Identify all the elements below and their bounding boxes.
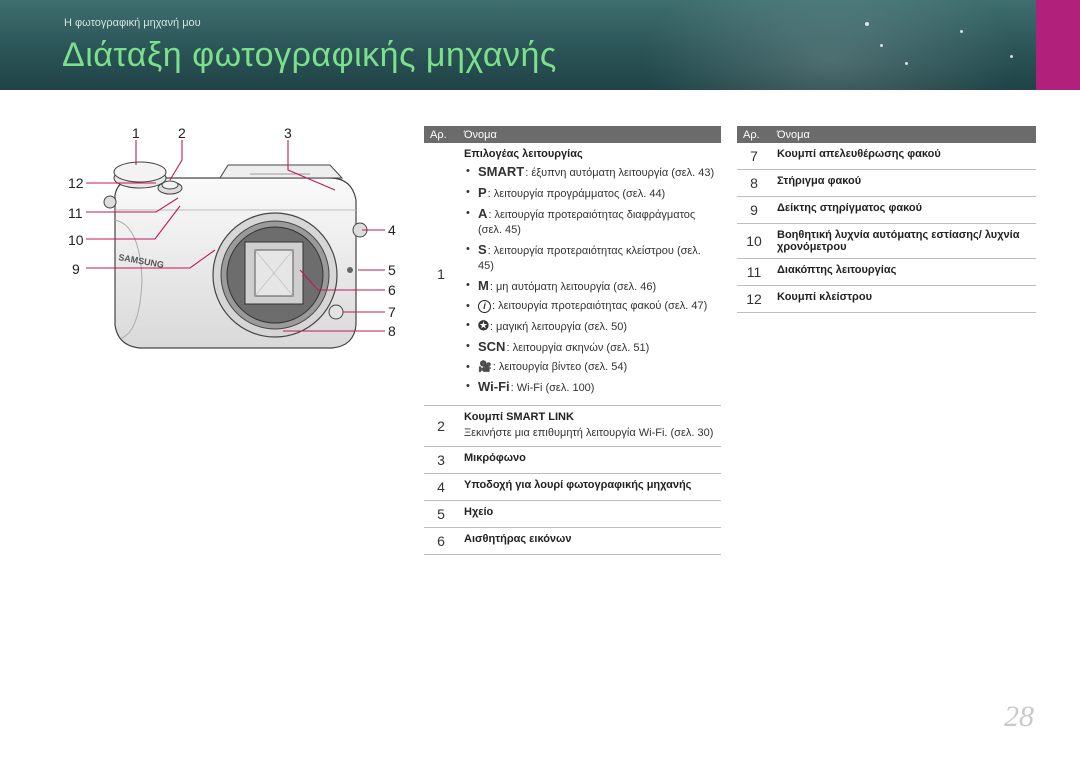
part-description: Ξεκινήστε μια επιθυμητή λειτουργία Wi-Fi…: [464, 427, 714, 439]
section-tab: [1036, 0, 1080, 90]
row-content: Αισθητήρας εικόνων: [458, 527, 721, 555]
aperture-mode-icon: A: [478, 206, 488, 221]
part-name: Κουμπί SMART LINK: [464, 411, 574, 423]
table-row: 6 Αισθητήρας εικόνων: [424, 527, 721, 555]
callout-6: 6: [388, 282, 396, 298]
col-name-header: Όνομα: [771, 126, 1036, 143]
row-content: Μικρόφωνο: [458, 446, 721, 474]
page-title: Διάταξη φωτογραφικής μηχανής: [62, 36, 557, 74]
parts-table-right: Αρ. Όνομα 7 Κουμπί απελευθέρωσης φακού 8…: [737, 126, 1036, 313]
callout-2: 2: [178, 125, 186, 141]
row-number: 4: [424, 473, 458, 501]
table-row: 2 Κουμπί SMART LINK Ξεκινήστε μια επιθυμ…: [424, 405, 721, 447]
table-row: 10 Βοηθητική λυχνία αυτόματης εστίασης/ …: [737, 223, 1036, 259]
row-number: 9: [737, 196, 771, 224]
part-name: Αισθητήρας εικόνων: [464, 533, 572, 545]
part-name: Ηχείο: [464, 506, 494, 518]
callout-7: 7: [388, 304, 396, 320]
callout-8: 8: [388, 323, 396, 339]
table-row: 11 Διακόπτης λειτουργίας: [737, 258, 1036, 286]
table-row: 9 Δείκτης στηρίγματος φακού: [737, 196, 1036, 224]
list-item: Wi-Fi: Wi-Fi (σελ. 100): [464, 379, 715, 396]
parts-table-left: Αρ. Όνομα 1 Επιλογέας λειτουργίας SMART:…: [424, 126, 721, 555]
col-num-header: Αρ.: [737, 126, 771, 143]
row-number: 5: [424, 500, 458, 528]
page-number: 28: [1004, 700, 1034, 733]
row-number: 2: [424, 405, 458, 447]
row-number: 3: [424, 446, 458, 474]
part-name: Βοηθητική λυχνία αυτόματης εστίασης/ λυχ…: [771, 223, 1036, 259]
table-row: 3 Μικρόφωνο: [424, 446, 721, 474]
col-num-header: Αρ.: [424, 126, 458, 143]
callout-11: 11: [68, 205, 83, 221]
row-number: 8: [737, 169, 771, 197]
list-item: A: λειτουργία προτεραιότητας διαφράγματο…: [464, 206, 715, 238]
callout-3: 3: [284, 125, 292, 141]
sparkle-dot: [960, 30, 963, 33]
list-item: P: λειτουργία προγράμματος (σελ. 44): [464, 185, 715, 202]
program-mode-icon: P: [478, 185, 487, 200]
row-content: Επιλογέας λειτουργίας SMART: έξυπνη αυτό…: [458, 143, 721, 406]
list-item: SMART: έξυπνη αυτόματη λειτουργία (σελ. …: [464, 164, 715, 181]
part-name: Δείκτης στηρίγματος φακού: [771, 196, 1036, 224]
sparkle-dot: [880, 44, 883, 47]
list-item: ✪: μαγική λειτουργία (σελ. 50): [464, 318, 715, 335]
lens-release-button: [328, 304, 344, 320]
table-row: 7 Κουμπί απελευθέρωσης φακού: [737, 143, 1036, 170]
manual-mode-icon: M: [478, 278, 489, 293]
lens-priority-icon: i: [478, 300, 491, 313]
callout-1: 1: [132, 125, 140, 141]
row-number: 11: [737, 258, 771, 286]
camera-illustration: SAMSUNG 1 2 3 12 11 10 9 4 5 6 7 8: [68, 125, 396, 349]
col-name-header: Όνομα: [458, 126, 721, 143]
row-number: 6: [424, 527, 458, 555]
callout-10: 10: [68, 232, 84, 248]
sparkle-dot: [865, 22, 869, 26]
header-band: Η φωτογραφική μηχανή μου Διάταξη φωτογρα…: [0, 0, 1080, 90]
part-name: Κουμπί κλείστρου: [771, 285, 1036, 313]
part-name: Υποδοχή για λουρί φωτογραφικής μηχανής: [464, 479, 692, 491]
magic-mode-icon: ✪: [478, 318, 489, 333]
part-name: Στήριγμα φακού: [771, 169, 1036, 197]
list-item: S: λειτουργία προτεραιότητας κλείστρου (…: [464, 242, 715, 274]
wifi-mode-icon: Wi-Fi: [478, 379, 510, 394]
header-glow: [640, 0, 1020, 90]
sparkle-dot: [1010, 55, 1013, 58]
list-item: M: μη αυτόματη λειτουργία (σελ. 46): [464, 278, 715, 295]
list-item: i: λειτουργία προτεραιότητας φακού (σελ.…: [464, 299, 715, 314]
row-number: 1: [424, 143, 458, 406]
row-number: 10: [737, 223, 771, 259]
part-name: Διακόπτης λειτουργίας: [771, 258, 1036, 286]
sparkle-dot: [905, 62, 908, 65]
table-header: Αρ. Όνομα: [737, 126, 1036, 143]
list-item: SCN: λειτουργία σκηνών (σελ. 51): [464, 339, 715, 356]
row-number: 7: [737, 143, 771, 170]
part-name: Επιλογέας λειτουργίας: [464, 148, 583, 160]
callout-5: 5: [388, 262, 396, 278]
table-row: 5 Ηχείο: [424, 500, 721, 528]
callout-9: 9: [72, 261, 80, 277]
part-name: Κουμπί απελευθέρωσης φακού: [771, 143, 1036, 170]
row-content: Κουμπί SMART LINK Ξεκινήστε μια επιθυμητ…: [458, 405, 721, 447]
part-name: Μικρόφωνο: [464, 452, 526, 464]
table-row: 12 Κουμπί κλείστρου: [737, 285, 1036, 313]
row-content: Ηχείο: [458, 500, 721, 528]
breadcrumb: Η φωτογραφική μηχανή μου: [64, 17, 201, 29]
table-row: 4 Υποδοχή για λουρί φωτογραφικής μηχανής: [424, 473, 721, 501]
table-row: 8 Στήριγμα φακού: [737, 169, 1036, 197]
row-number: 12: [737, 285, 771, 313]
smart-mode-icon: SMART: [478, 164, 525, 179]
callout-12: 12: [68, 175, 84, 191]
callout-4: 4: [388, 222, 396, 238]
scene-mode-icon: SCN: [478, 339, 506, 354]
row-content: Υποδοχή για λουρί φωτογραφικής μηχανής: [458, 473, 721, 501]
movie-mode-icon: 🎥: [478, 361, 492, 373]
shutter-mode-icon: S: [478, 242, 487, 257]
table-row: 1 Επιλογέας λειτουργίας SMART: έξυπνη αυ…: [424, 143, 721, 406]
table-header: Αρ. Όνομα: [424, 126, 721, 143]
list-item: 🎥: λειτουργία βίντεο (σελ. 54): [464, 360, 715, 375]
mode-list: SMART: έξυπνη αυτόματη λειτουργία (σελ. …: [464, 164, 715, 396]
